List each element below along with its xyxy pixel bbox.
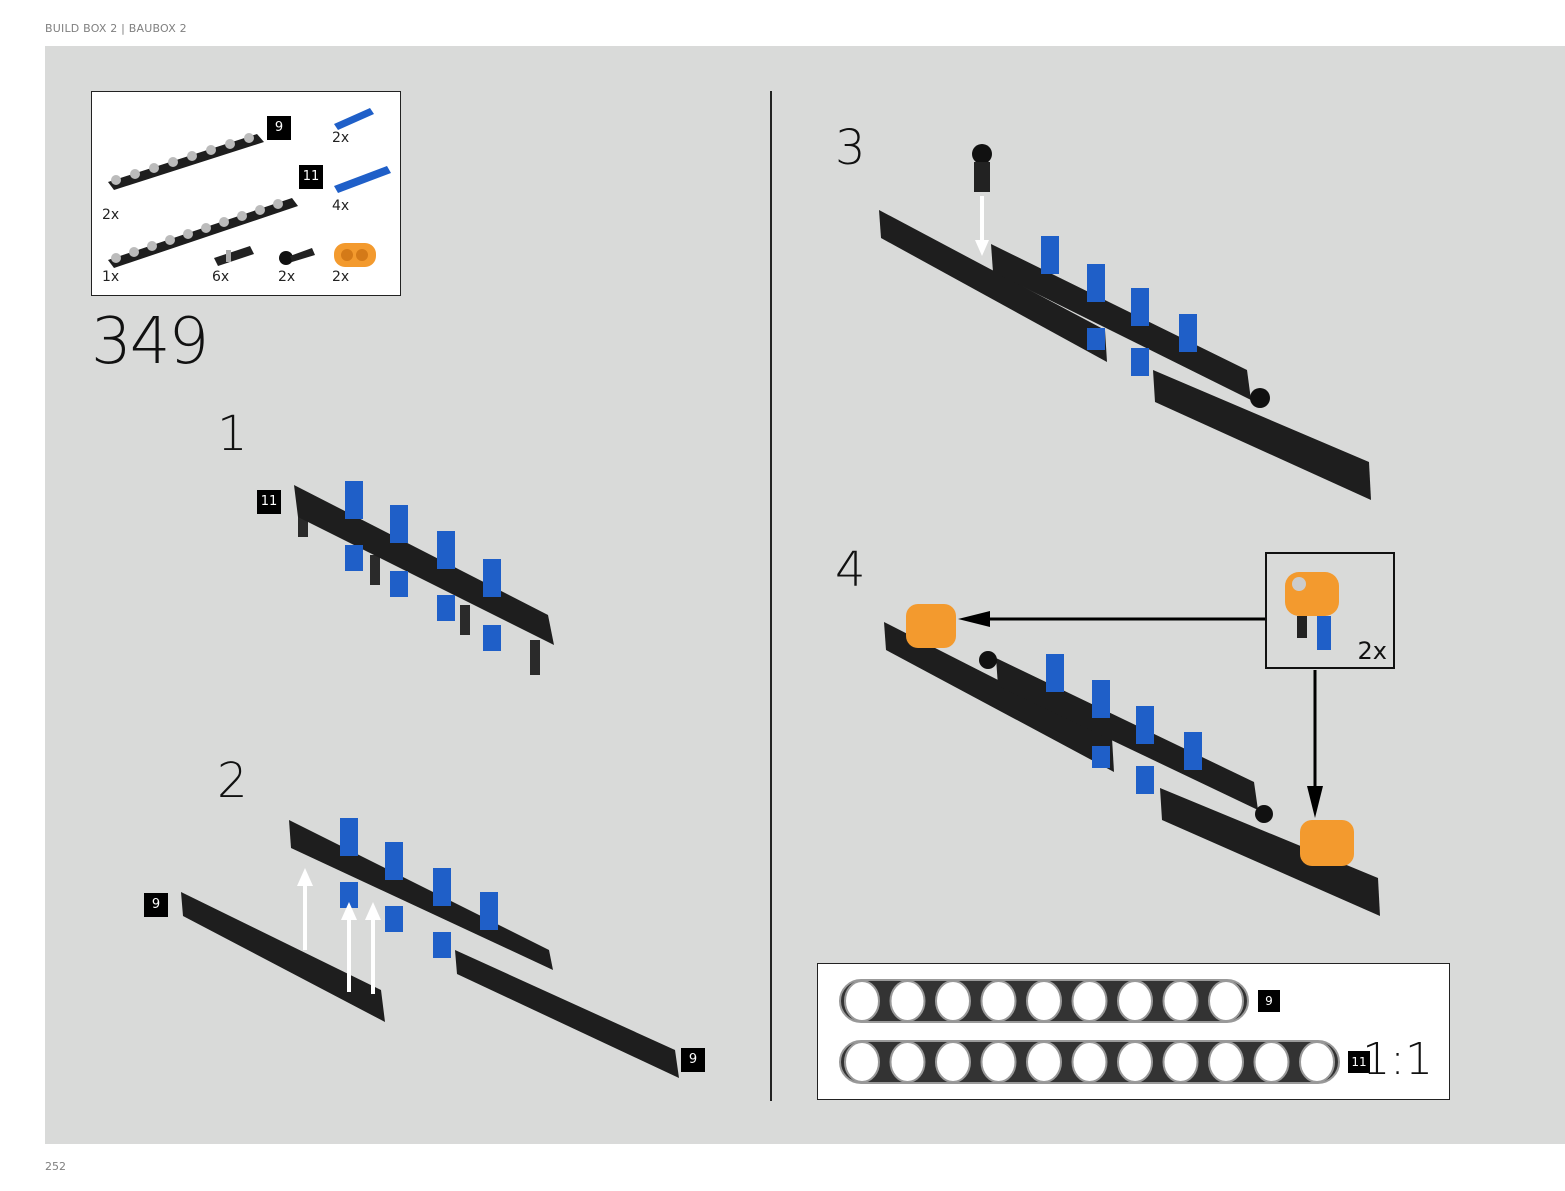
blue-pin-long-image <box>334 166 391 193</box>
beam-hole <box>980 1041 1017 1083</box>
beam-11-image <box>108 198 298 268</box>
parts-list-box: 9 2x 11 1x 2x 4x 6x 2x 2x <box>91 91 401 296</box>
black-pin-image <box>214 246 254 266</box>
column-divider <box>770 91 772 1101</box>
beam-hole <box>889 1041 926 1083</box>
beam-hole <box>1299 1041 1335 1083</box>
beam-hole <box>1117 980 1153 1022</box>
step-3-number: 3 <box>835 120 866 176</box>
scale-beam-11-badge: 11 <box>1348 1051 1370 1073</box>
orange-connector-right <box>1300 820 1354 866</box>
blue-pin-short-image <box>334 108 374 130</box>
step-2-left-beam-badge: 9 <box>144 893 168 917</box>
beam-9-badge: 9 <box>267 116 291 140</box>
step-1-assembly <box>294 481 554 675</box>
blue-pin-long-qty: 4x <box>332 198 350 214</box>
beam-9-image <box>108 133 264 190</box>
placement-arrows <box>958 611 1323 818</box>
beam-hole <box>935 1041 971 1083</box>
orange-connector-qty: 2x <box>332 269 350 285</box>
beam-hole <box>844 980 880 1022</box>
beam-hole <box>844 1041 880 1083</box>
orange-connector-image <box>334 243 376 267</box>
scale-beam-9-badge: 9 <box>1258 990 1280 1012</box>
beam-hole <box>1026 1041 1062 1083</box>
step-1-beam-badge: 11 <box>257 490 281 514</box>
beam-hole <box>1208 980 1244 1022</box>
step-4-number: 4 <box>835 542 866 598</box>
beam-hole <box>1208 1041 1244 1083</box>
beam-hole <box>1253 1041 1290 1083</box>
beam-hole <box>980 980 1017 1022</box>
scale-beams <box>839 979 1340 1084</box>
scale-ratio: 1:1 <box>1362 1034 1433 1085</box>
beam-hole <box>1026 980 1062 1022</box>
ball-pin-qty: 2x <box>278 269 296 285</box>
ball-pin-image <box>279 248 315 265</box>
page-number: 252 <box>45 1160 66 1173</box>
step-2-number: 2 <box>217 753 248 809</box>
step-2-right-beam-badge: 9 <box>681 1048 705 1072</box>
beam-hole <box>1071 1041 1108 1083</box>
step-4-assembly <box>884 604 1380 916</box>
beam-hole <box>1162 1041 1199 1083</box>
book-header: BUILD BOX 2 | BAUBOX 2 <box>45 22 187 35</box>
step-1-number: 1 <box>217 406 248 462</box>
step-3-assembly <box>879 144 1371 500</box>
scale-reference-box: 9 11 1:1 <box>817 963 1450 1100</box>
beam-9-qty: 2x <box>102 207 120 223</box>
beam-11-badge: 11 <box>299 165 323 189</box>
beam-hole <box>889 980 926 1022</box>
main-step-number: 349 <box>91 305 209 379</box>
beam-hole <box>1071 980 1108 1022</box>
beam-hole <box>935 980 971 1022</box>
black-pin-qty: 6x <box>212 269 230 285</box>
step-4-callout-box: 2x <box>1265 552 1395 669</box>
orange-connector-left <box>906 604 956 648</box>
blue-pin-short-qty: 2x <box>332 130 350 146</box>
insert-arrows <box>297 868 381 994</box>
beam-hole <box>1162 980 1199 1022</box>
beam-hole <box>1117 1041 1153 1083</box>
beam-11-qty: 1x <box>102 269 120 285</box>
step-2-assembly <box>181 818 679 1078</box>
callout-quantity: 2x <box>1357 637 1387 665</box>
orange-connector-with-pins-image <box>1285 572 1339 650</box>
